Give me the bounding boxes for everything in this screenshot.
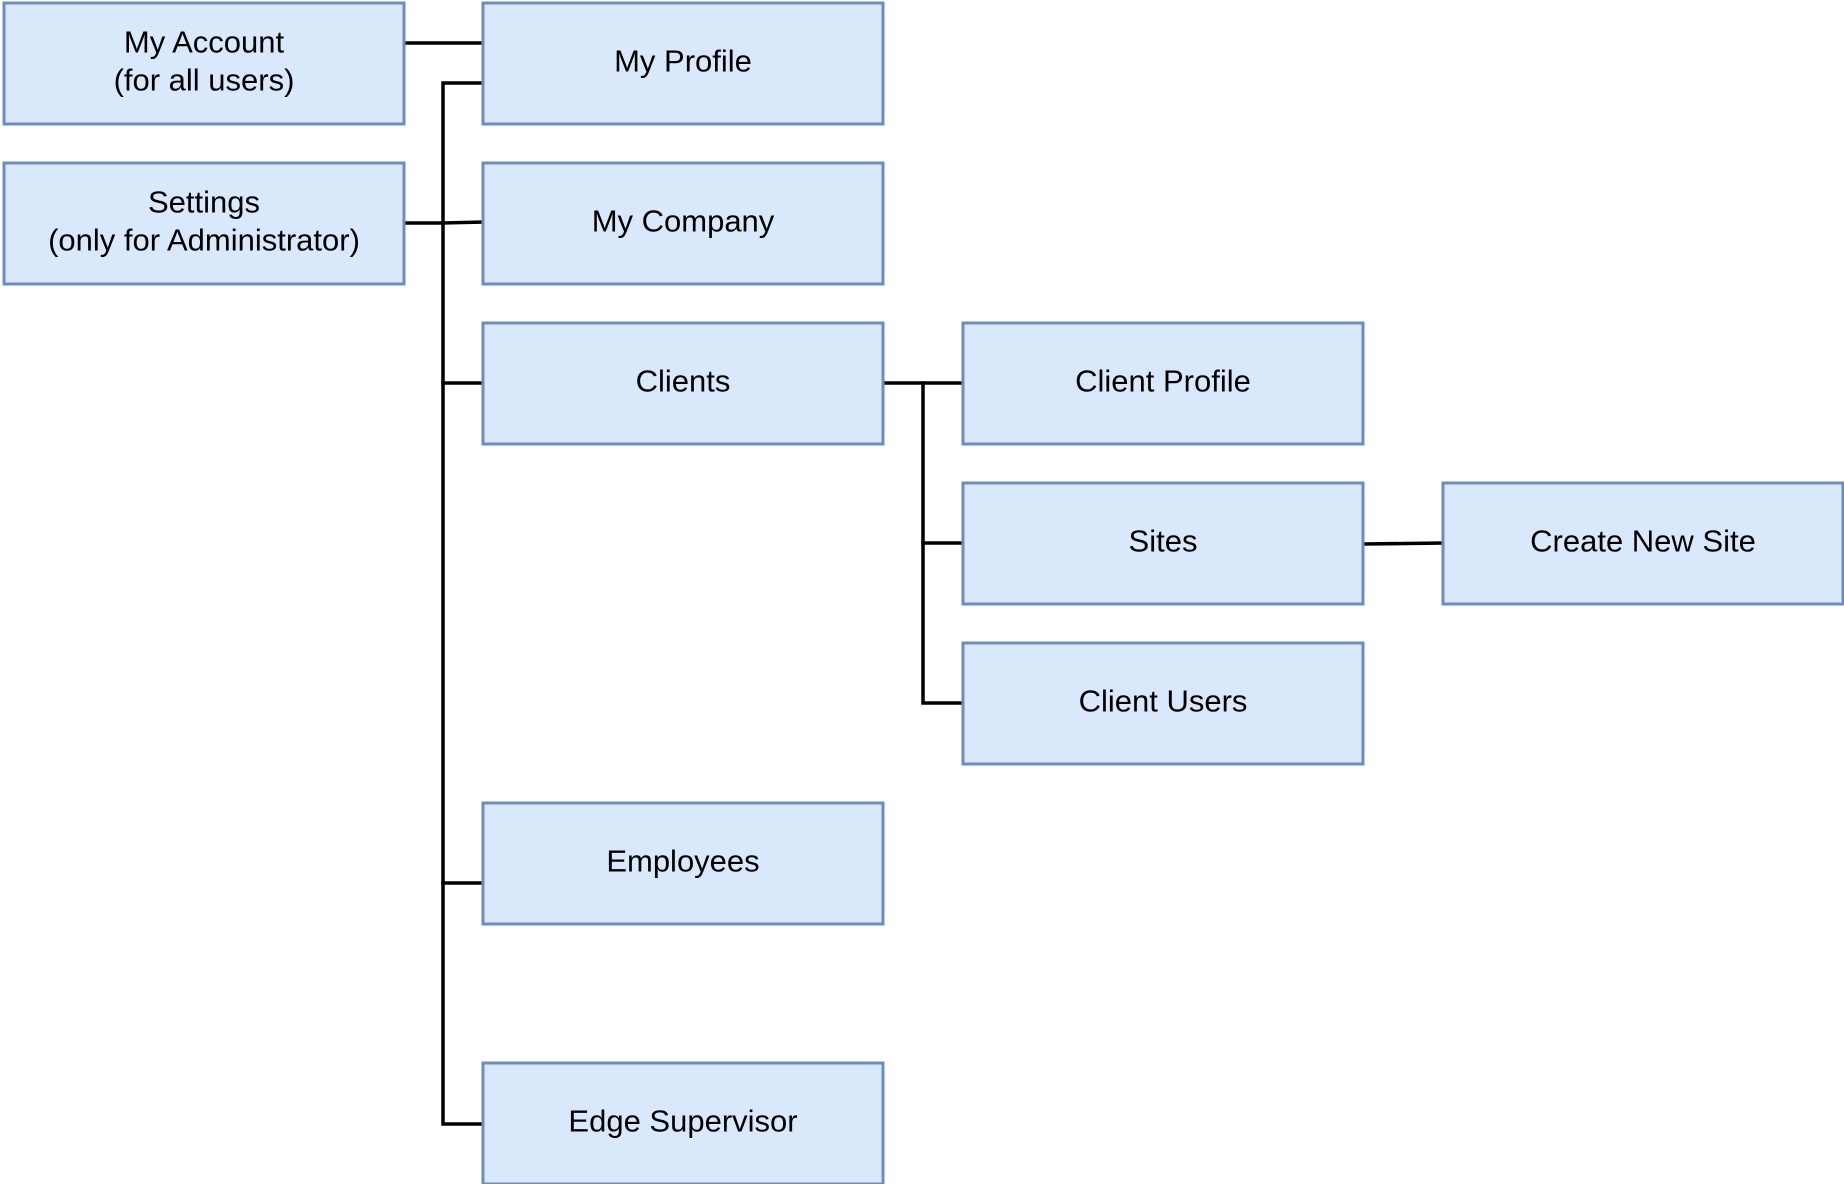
node-label: Create New Site	[1530, 524, 1756, 559]
node-label: My Company	[592, 204, 775, 239]
connector-settings-to-my-profile	[402, 81, 485, 225]
node-create-new-site[interactable]: Create New Site	[1441, 481, 1844, 606]
node-label: Employees	[606, 844, 759, 879]
node-label: Edge Supervisor	[568, 1104, 797, 1139]
node-client-profile[interactable]: Client Profile	[961, 321, 1365, 446]
node-box	[961, 321, 1365, 446]
node-label: Clients	[636, 364, 731, 399]
node-my-account[interactable]: My Account(for all users)	[2, 1, 406, 126]
node-edge-supervisor[interactable]: Edge Supervisor	[481, 1061, 885, 1184]
node-box	[2, 1, 406, 126]
node-label: Client Profile	[1075, 364, 1251, 399]
node-box	[481, 1061, 885, 1184]
node-label: (for all users)	[114, 63, 295, 98]
node-box	[481, 161, 885, 286]
node-clients[interactable]: Clients	[481, 321, 885, 446]
node-client-users[interactable]: Client Users	[961, 641, 1365, 766]
node-label: Sites	[1129, 524, 1198, 559]
connector-settings-to-my-company	[441, 220, 485, 225]
connector-sites-to-create-new-site	[1361, 541, 1445, 546]
connector-settings-to-clients	[441, 221, 485, 385]
node-employees[interactable]: Employees	[481, 801, 885, 926]
connectors	[402, 41, 1445, 1126]
connector-clients-to-client-users	[921, 541, 965, 705]
node-my-profile[interactable]: My Profile	[481, 1, 885, 126]
node-box	[481, 801, 885, 926]
node-box	[961, 481, 1365, 606]
node-box	[2, 161, 406, 286]
node-label: My Profile	[614, 44, 752, 79]
node-label: Client Users	[1079, 684, 1248, 719]
connector-clients-to-sites	[921, 381, 965, 545]
node-settings[interactable]: Settings(only for Administrator)	[2, 161, 406, 286]
connector-settings-to-employees	[441, 381, 485, 885]
node-label: My Account	[124, 25, 285, 60]
node-box	[961, 641, 1365, 766]
node-box	[481, 1, 885, 126]
node-sites[interactable]: Sites	[961, 481, 1365, 606]
node-my-company[interactable]: My Company	[481, 161, 885, 286]
node-label: Settings	[148, 185, 260, 220]
node-box	[481, 321, 885, 446]
connector-settings-to-edge-supervisor	[441, 881, 485, 1126]
node-label: (only for Administrator)	[48, 223, 360, 258]
node-box	[1441, 481, 1844, 606]
